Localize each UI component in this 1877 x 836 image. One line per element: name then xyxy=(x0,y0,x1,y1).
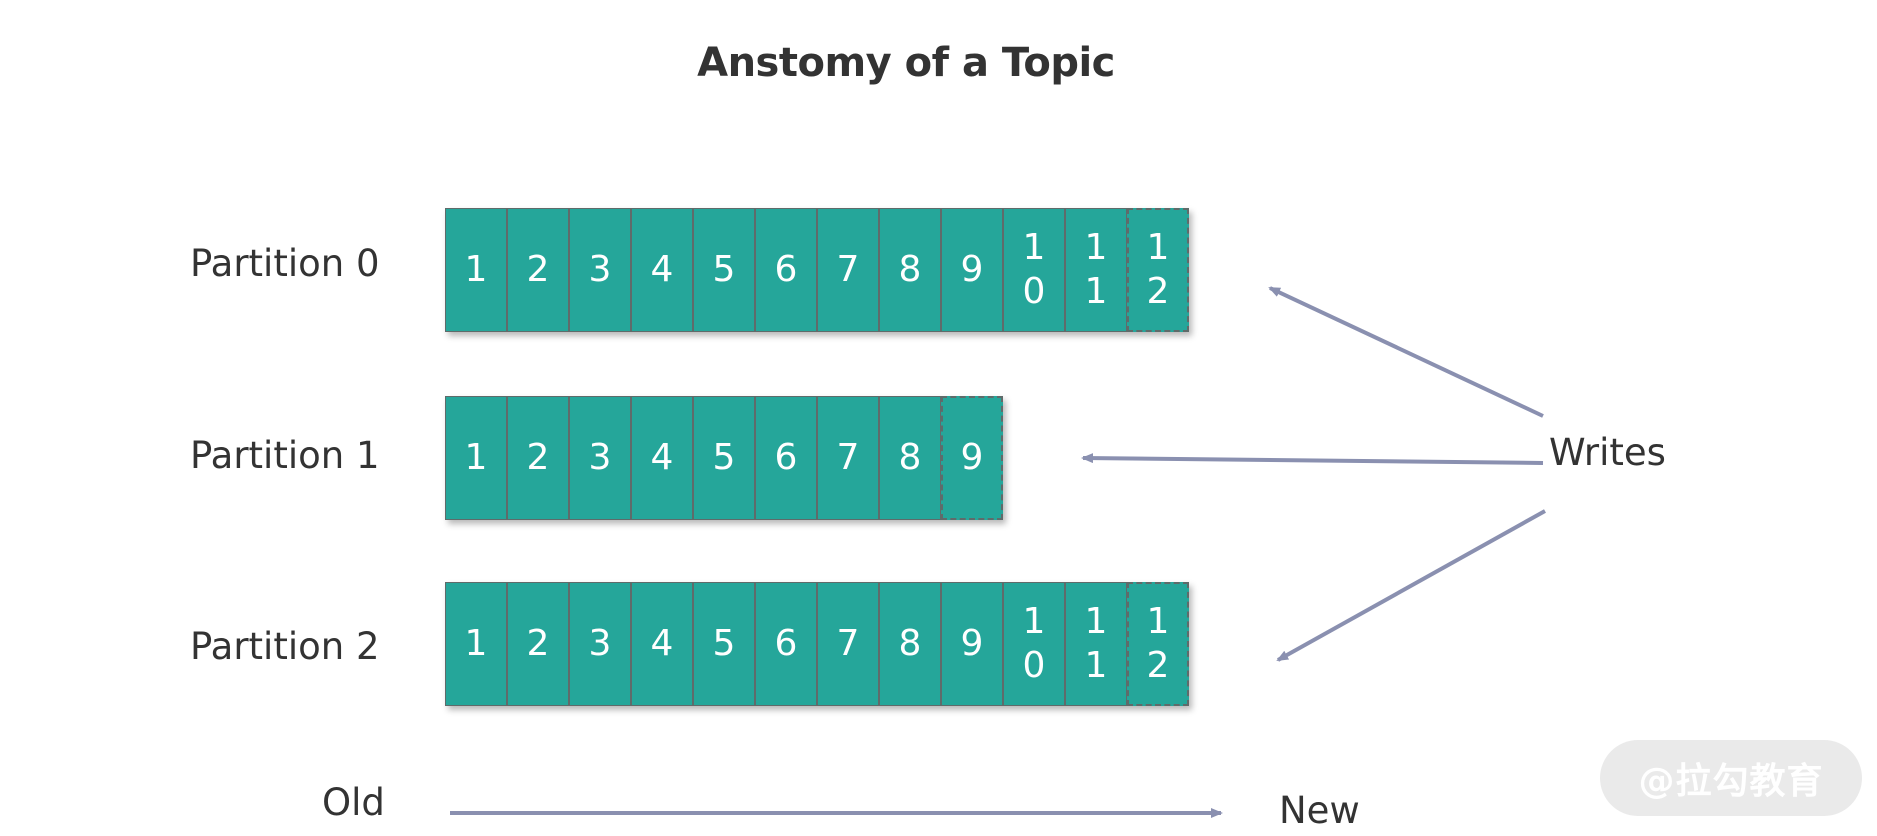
message-cell: 1 xyxy=(445,582,507,706)
message-cell: 7 xyxy=(817,396,879,520)
old-label: Old xyxy=(322,781,385,824)
write-arrow-partition-0 xyxy=(1268,286,1544,418)
message-cell: 6 xyxy=(755,582,817,706)
watermark-badge: @拉勾教育 xyxy=(1600,740,1862,816)
message-cell: 4 xyxy=(631,396,693,520)
message-cell: 9 xyxy=(941,208,1003,332)
message-cell: 1 xyxy=(445,396,507,520)
message-cell: 2 xyxy=(507,396,569,520)
message-cell: 1 1 xyxy=(1065,208,1127,332)
partition-2-label: Partition 2 xyxy=(190,625,380,668)
message-cell: 4 xyxy=(631,208,693,332)
message-cell: 3 xyxy=(569,208,631,332)
message-cell: 8 xyxy=(879,396,941,520)
message-cell: 7 xyxy=(817,582,879,706)
message-cell: 7 xyxy=(817,208,879,332)
message-cell: 8 xyxy=(879,208,941,332)
message-cell: 6 xyxy=(755,396,817,520)
message-cell: 5 xyxy=(693,396,755,520)
writes-label: Writes xyxy=(1549,431,1666,474)
message-cell: 5 xyxy=(693,582,755,706)
message-cell: 9 xyxy=(941,582,1003,706)
partition-1-label: Partition 1 xyxy=(190,434,380,477)
message-cell: 1 1 xyxy=(1065,582,1127,706)
message-cell: 1 0 xyxy=(1003,582,1065,706)
message-cell: 3 xyxy=(569,396,631,520)
message-cell: 2 xyxy=(507,582,569,706)
message-cell: 8 xyxy=(879,582,941,706)
message-cell: 6 xyxy=(755,208,817,332)
partition-0-label: Partition 0 xyxy=(190,242,380,285)
message-cell: 1 xyxy=(445,208,507,332)
pending-message-cell: 1 2 xyxy=(1127,582,1189,706)
pending-message-cell: 9 xyxy=(941,396,1003,520)
diagram-title: Anstomy of a Topic xyxy=(697,40,1115,86)
pending-message-cell: 1 2 xyxy=(1127,208,1189,332)
message-cell: 1 0 xyxy=(1003,208,1065,332)
message-cell: 2 xyxy=(507,208,569,332)
message-cell: 4 xyxy=(631,582,693,706)
message-cell: 5 xyxy=(693,208,755,332)
message-cell: 3 xyxy=(569,582,631,706)
new-label: New xyxy=(1279,789,1360,832)
write-arrow-partition-2 xyxy=(1276,509,1546,662)
write-arrow-partition-1 xyxy=(1081,453,1544,465)
